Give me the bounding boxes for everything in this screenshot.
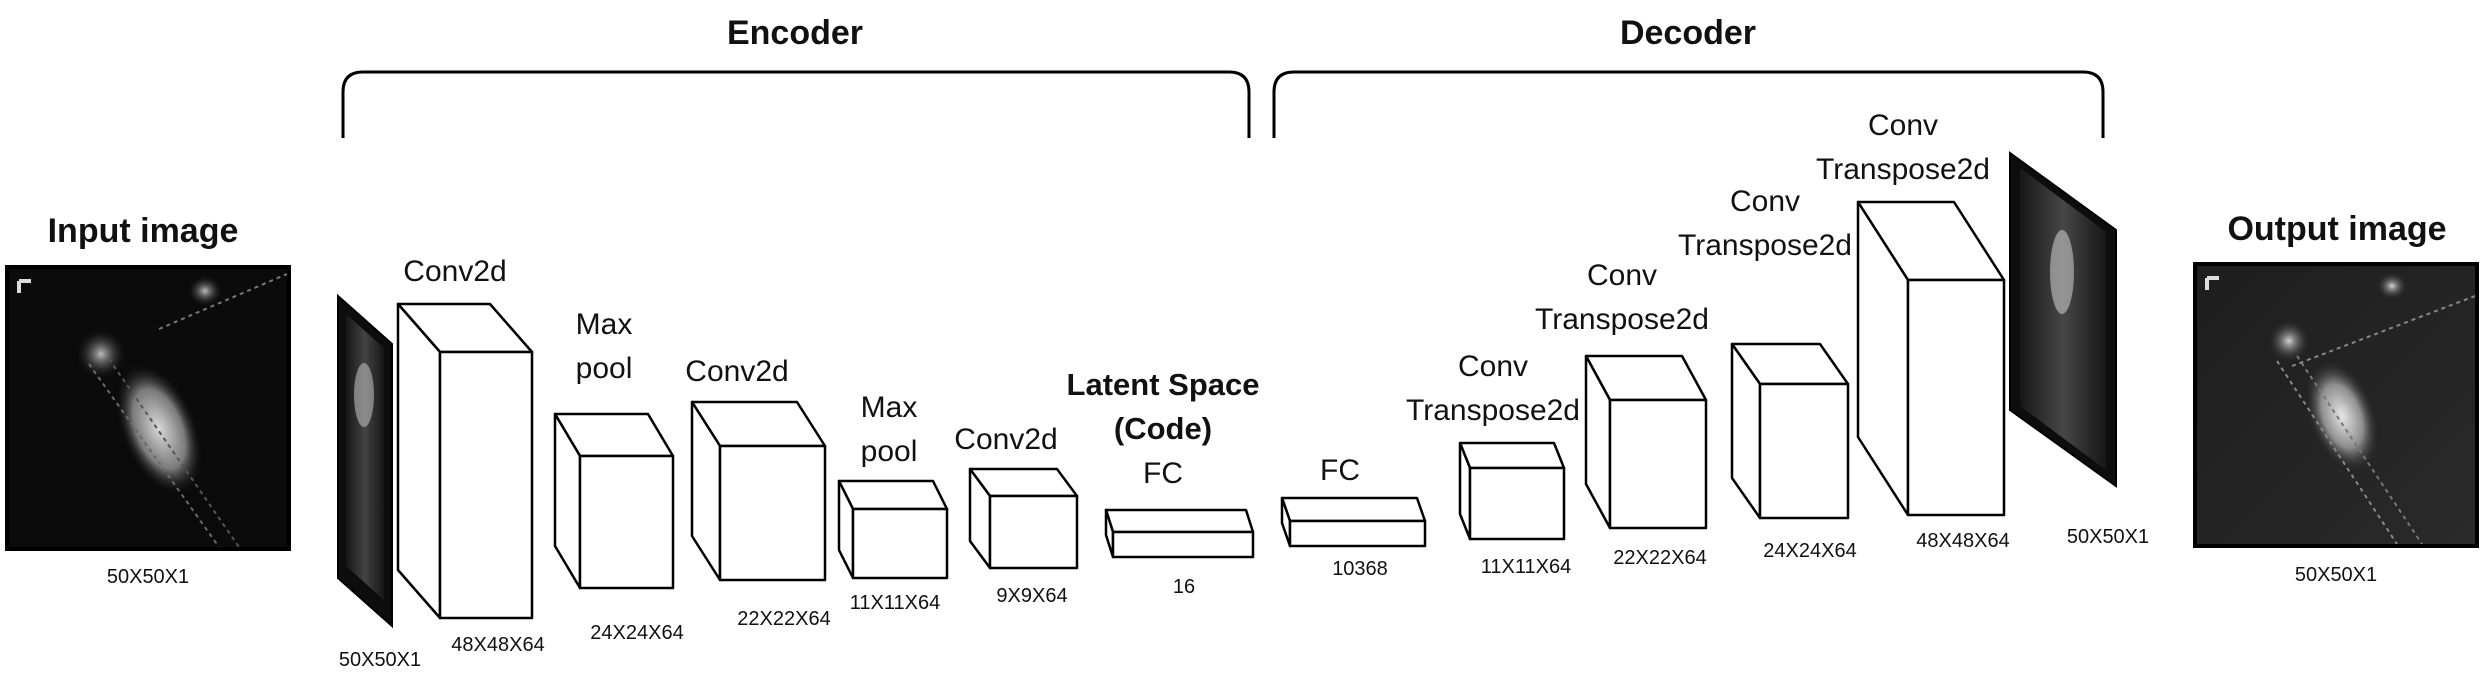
latent-dim: 16 xyxy=(1172,576,1196,598)
input-image-dim: 50X50X1 xyxy=(106,566,190,588)
latent-fc-label: FC xyxy=(1143,457,1183,490)
decoder-heading: Decoder xyxy=(1619,14,1757,52)
decoder-layer-1-dim: 11X11X64 xyxy=(1480,556,1572,578)
decoder-convt-box-3 xyxy=(1730,342,1850,520)
encoder-layer-4-dim: 11X11X64 xyxy=(849,592,941,614)
encoder-layer-5-dim: 9X9X64 xyxy=(996,585,1068,607)
decoder-layer-1-label: Conv Transpose2d xyxy=(1406,350,1580,427)
output-image-title: Output image xyxy=(2227,210,2447,248)
decoder-layer-4-dim: 48X48X64 xyxy=(1916,530,2010,552)
encoder-maxpool-box-1 xyxy=(553,412,675,590)
latent-space-title: Latent Space (Code) xyxy=(1066,367,1260,446)
latent-fc-box xyxy=(1104,508,1255,559)
input-image-title: Input image xyxy=(47,212,239,250)
encoder-layer-1-dim: 48X48X64 xyxy=(451,634,545,656)
decoder-layer-4-label: Conv Transpose2d xyxy=(1816,109,1990,186)
encoder-layer-2-label: Max pool xyxy=(575,308,633,385)
encoder-bracket xyxy=(341,70,1251,138)
input-image xyxy=(5,265,291,551)
decoder-convt-box-1 xyxy=(1458,441,1566,541)
encoder-layer-0-dim: 50X50X1 xyxy=(338,649,422,671)
decoder-layer-2-label: Conv Transpose2d xyxy=(1535,259,1709,336)
decoder-convt-box-4 xyxy=(1856,200,2006,517)
encoder-layer-5-label: Conv2d xyxy=(954,423,1058,456)
decoder-bracket xyxy=(1272,70,2105,138)
output-image-dim: 50X50X1 xyxy=(2294,564,2378,586)
encoder-layer-2-dim: 24X24X64 xyxy=(590,622,684,644)
output-image xyxy=(2193,262,2479,548)
encoder-heading: Encoder xyxy=(726,14,864,52)
decoder-layer-0-dim: 10368 xyxy=(1332,558,1388,580)
encoder-conv2d-box-2 xyxy=(690,400,827,582)
encoder-layer-3-dim: 22X22X64 xyxy=(737,608,831,630)
decoder-layer-3-dim: 24X24X64 xyxy=(1763,540,1857,562)
encoder-layer-4-label: Max pool xyxy=(860,391,918,468)
encoder-input-slice xyxy=(337,293,393,629)
encoder-conv2d-box-3 xyxy=(968,467,1079,570)
decoder-layer-5-dim: 50X50X1 xyxy=(2066,526,2150,548)
encoder-conv2d-box-1 xyxy=(396,302,534,620)
decoder-fc-box xyxy=(1280,496,1427,548)
decoder-layer-2-dim: 22X22X64 xyxy=(1613,547,1707,569)
encoder-layer-3-label: Conv2d xyxy=(685,355,789,388)
decoder-layer-3-label: Conv Transpose2d xyxy=(1678,185,1852,262)
encoder-layer-1-label: Conv2d xyxy=(403,255,507,288)
decoder-layer-0-label: FC xyxy=(1320,454,1360,487)
decoder-output-slice xyxy=(2009,151,2117,488)
decoder-convt-box-2 xyxy=(1584,354,1708,530)
encoder-maxpool-box-2 xyxy=(837,479,949,580)
